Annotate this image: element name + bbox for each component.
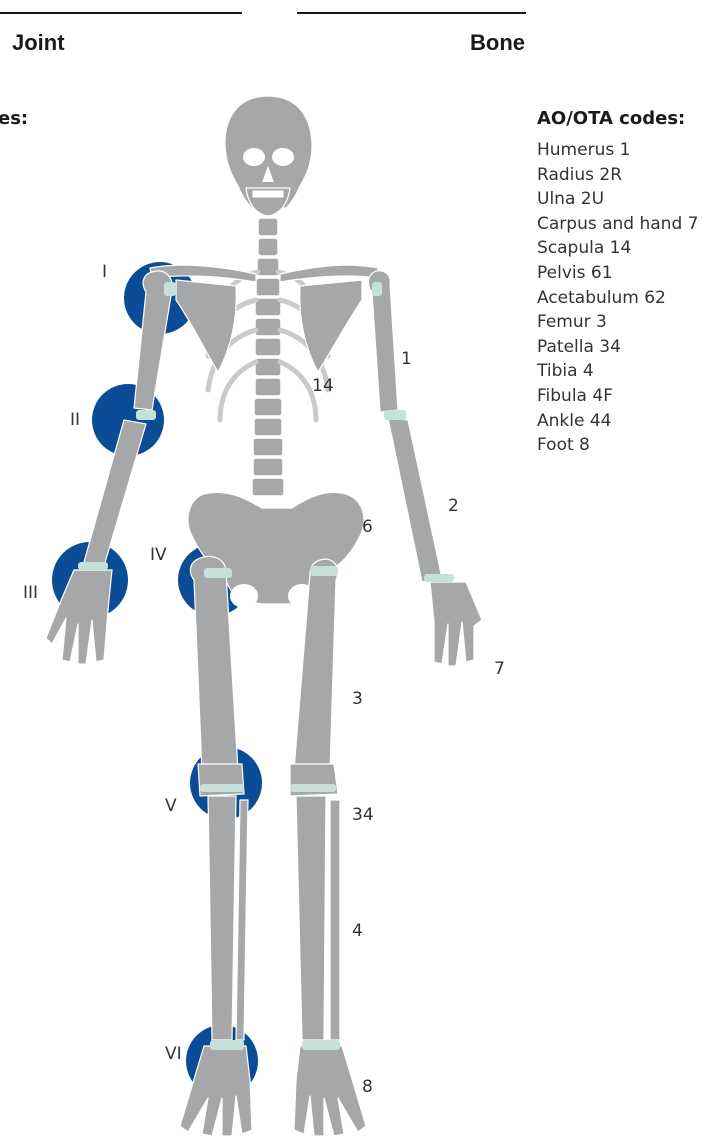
joint-label-wrist: III xyxy=(23,583,38,603)
joint-label-hip: IV xyxy=(150,545,167,565)
bone-label-humerus: 1 xyxy=(401,349,412,369)
fibula-left xyxy=(330,800,340,1040)
bone-label-hand: 7 xyxy=(494,659,505,679)
bone-label-foot: 8 xyxy=(362,1077,373,1097)
eye-socket-left xyxy=(243,148,265,166)
joint-label-shoulder: I xyxy=(102,262,107,282)
joint-label-elbow: II xyxy=(70,410,80,430)
fibula-right xyxy=(236,800,248,1040)
eye-socket-right xyxy=(272,148,294,166)
tibia-right xyxy=(208,796,236,1040)
obturator-right xyxy=(230,584,258,608)
joint-label-ankle: VI xyxy=(165,1044,182,1064)
skeleton xyxy=(225,96,312,216)
bone-label-tibia: 4 xyxy=(352,921,363,941)
bone-label-pelvis: 6 xyxy=(362,517,373,537)
hand-left xyxy=(430,582,482,666)
tibia-left xyxy=(296,796,326,1040)
foot-left xyxy=(294,1046,366,1136)
bone-label-scapula: 14 xyxy=(312,376,334,396)
spine xyxy=(252,218,284,496)
scapula-left xyxy=(300,280,362,372)
forearm-left xyxy=(388,418,442,582)
joint-label-knee: V xyxy=(165,796,177,816)
scapula-right xyxy=(176,280,236,372)
teeth xyxy=(252,190,284,198)
clavicle-left xyxy=(280,265,378,282)
bone-label-femur: 3 xyxy=(352,689,363,709)
bone-label-patella: 34 xyxy=(352,805,374,825)
bone-label-forearm: 2 xyxy=(448,496,459,516)
joint-labels: I II III IV V VI xyxy=(23,262,182,1064)
